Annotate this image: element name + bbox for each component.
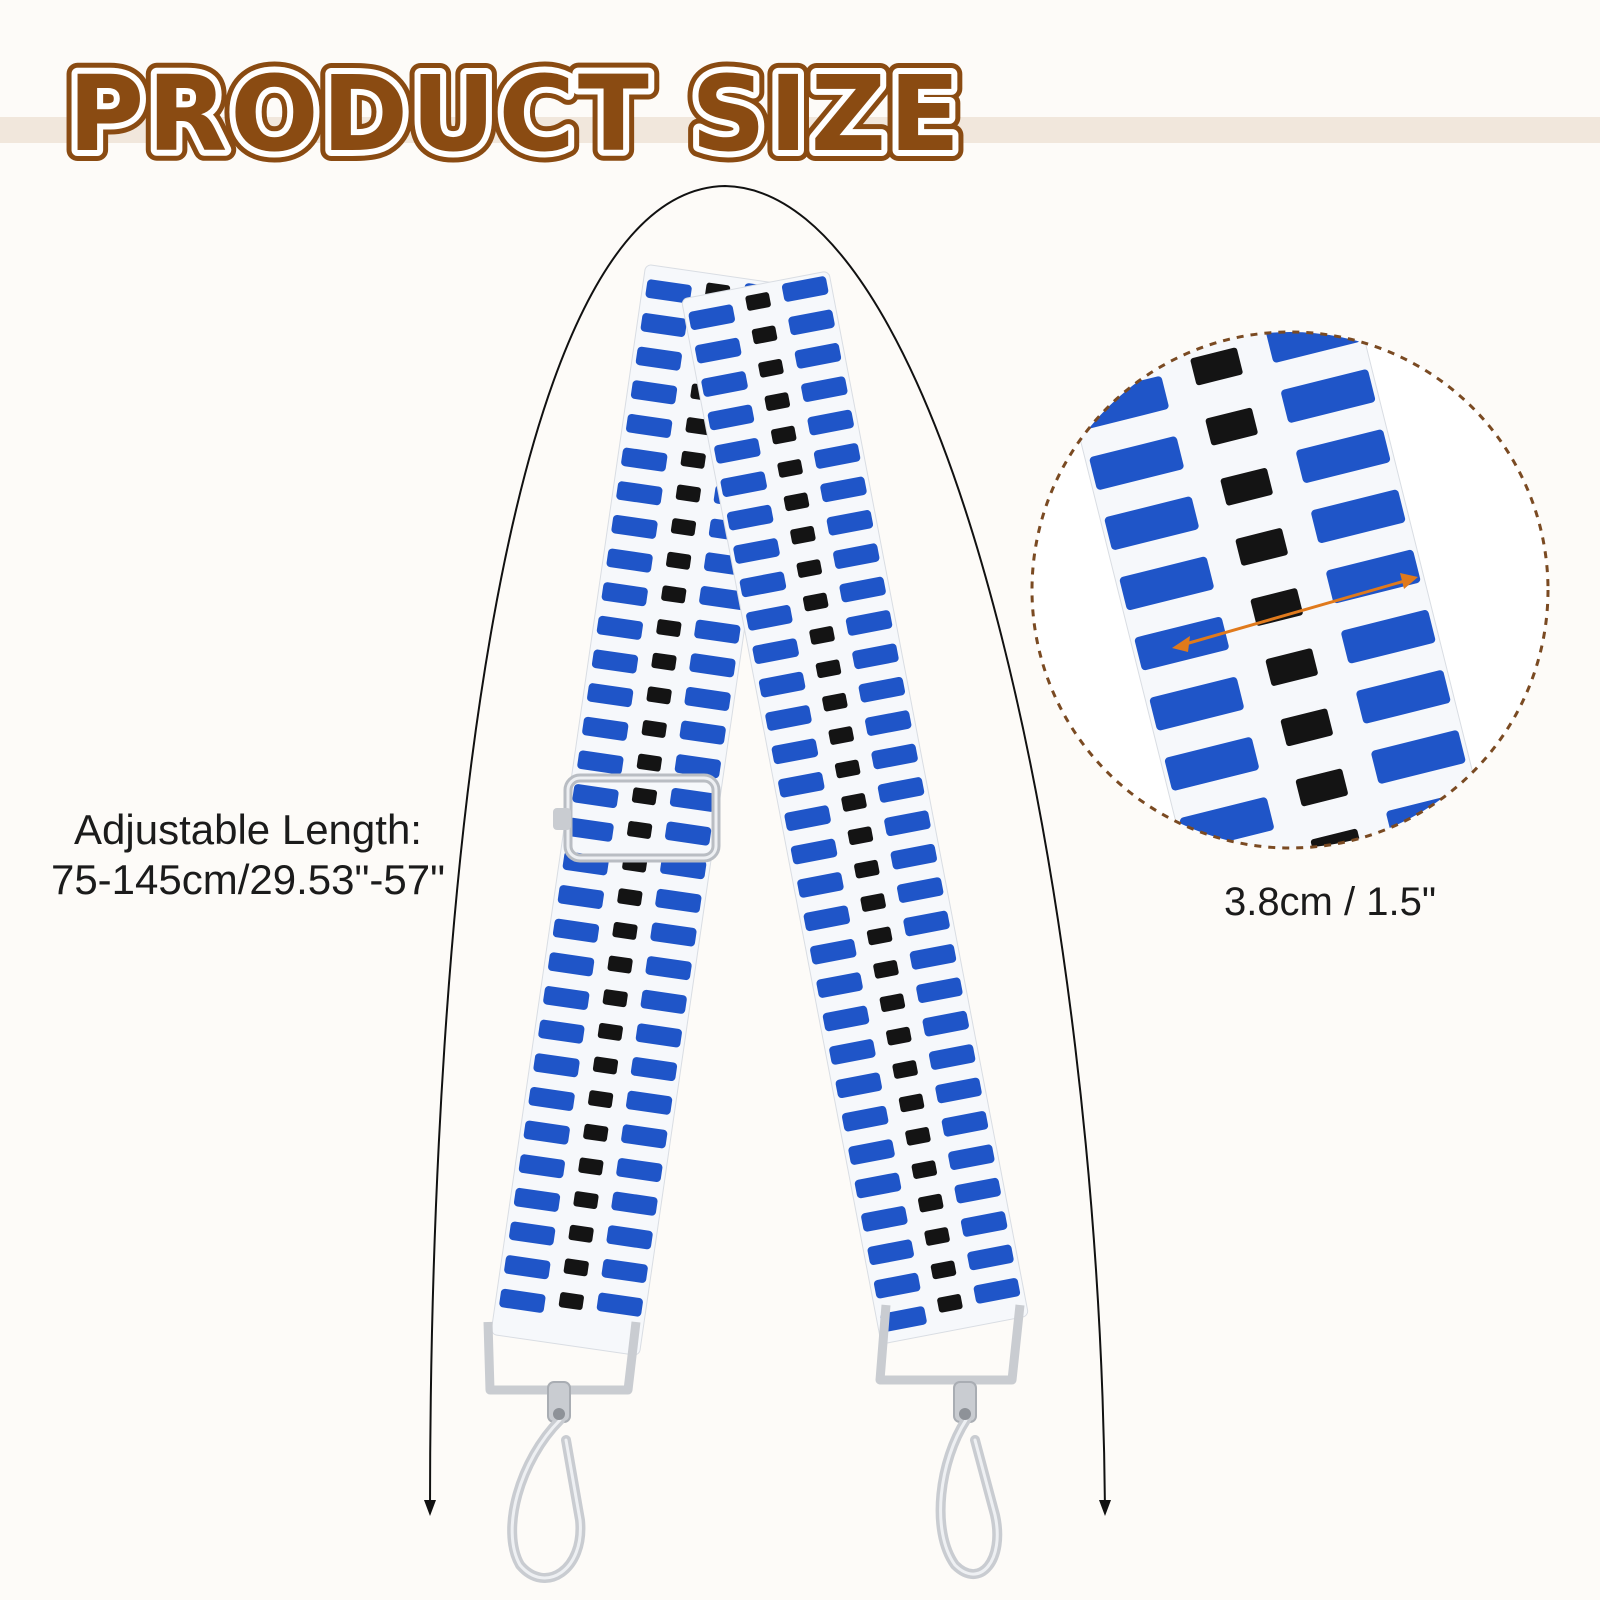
length-label-value: 75-145cm/29.53"-57" (50, 856, 446, 903)
title-text: PRODUCT SIZE (68, 53, 963, 175)
length-label-title: Adjustable Length: (74, 806, 422, 853)
length-arrow-left-icon (424, 1500, 436, 1516)
swivel-hook-icon (875, 1304, 1025, 1579)
length-arc (429, 184, 1106, 1511)
width-label: 3.8cm / 1.5" (1223, 880, 1437, 924)
length-arrow-right-icon (1099, 1500, 1111, 1516)
buckle-icon (553, 773, 721, 863)
double-arrow-icon (1172, 573, 1418, 652)
strap-right (681, 271, 1029, 1344)
title-shadow: PRODUCT SIZE (68, 53, 963, 175)
length-label: Adjustable Length: 75-145cm/29.53"-57" (18, 805, 478, 905)
title-outline: PRODUCT SIZE (68, 53, 963, 175)
swivel-hook-icon (483, 1321, 641, 1583)
zoom-circle (1030, 330, 1550, 850)
page-title: PRODUCT SIZE PRODUCT SIZE PRODUCT SIZE (60, 30, 1120, 180)
header-band (0, 117, 1600, 143)
